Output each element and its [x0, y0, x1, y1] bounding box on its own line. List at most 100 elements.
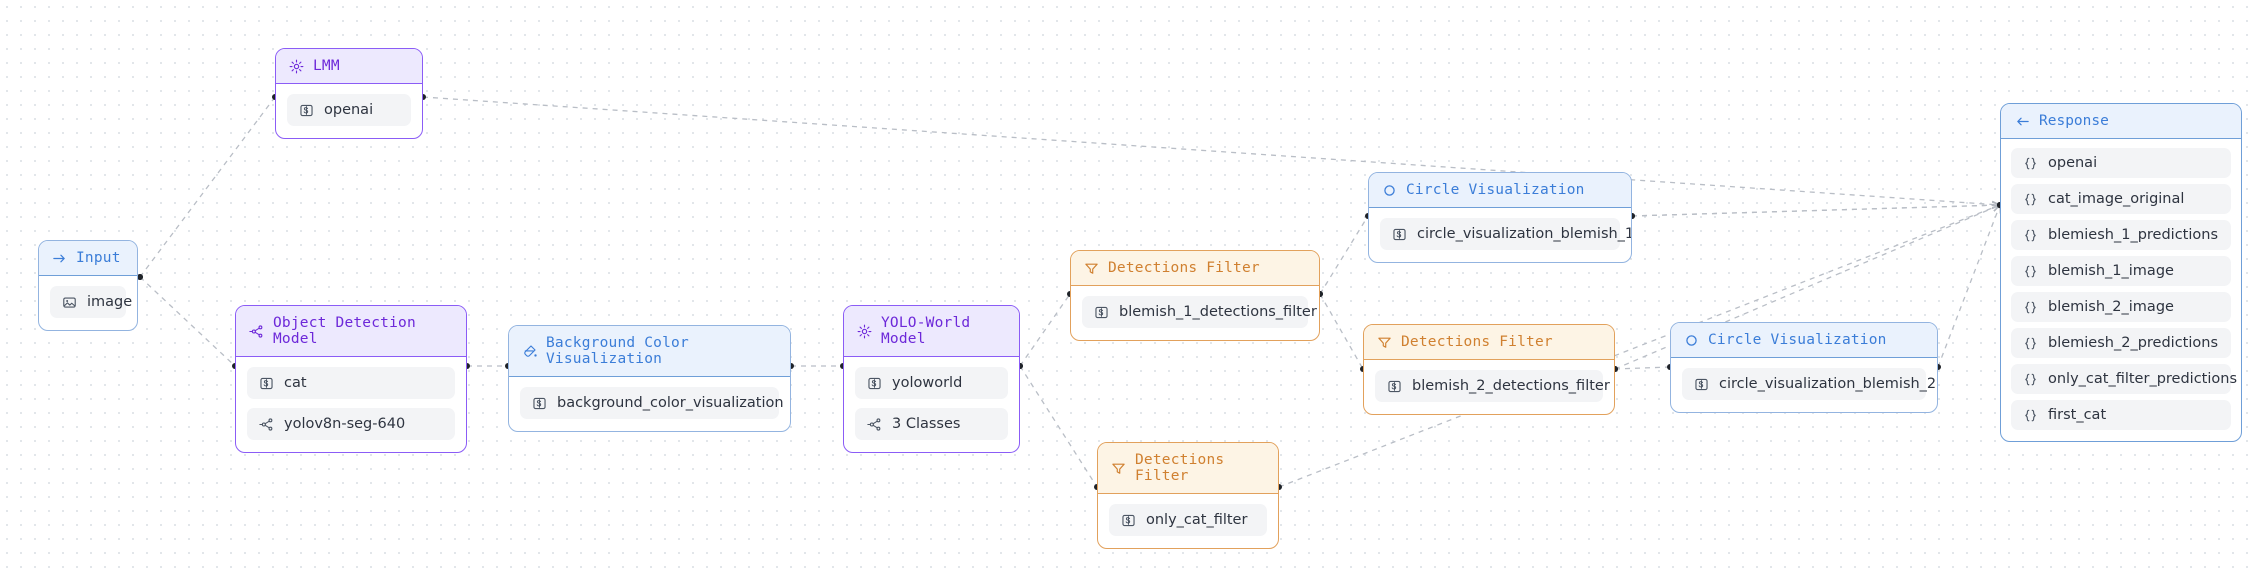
node-detections-filter-2[interactable]: Detections Filter blemish_2_detections_fi…: [1363, 324, 1615, 415]
node-body: only_cat_filter: [1098, 494, 1278, 548]
node-header[interactable]: LMM: [276, 49, 422, 84]
node-field-label: image: [87, 294, 133, 310]
node-header[interactable]: Detections Filter: [1071, 251, 1319, 286]
node-body: yoloworld 3 Classes: [844, 357, 1019, 452]
response-output-label: blemiesh_1_predictions: [2048, 227, 2218, 243]
node-field-label: cat: [284, 375, 307, 391]
object-icon: [2023, 408, 2038, 423]
edge-yolo-world-model-to-detections-filter-3: [1019, 365, 1098, 488]
node-title: Circle Visualization: [1406, 182, 1585, 198]
string-icon: [1392, 227, 1407, 242]
image-icon: [62, 295, 77, 310]
string-icon: [1094, 305, 1109, 320]
node-field[interactable]: background_color_visualization: [520, 387, 784, 419]
object-icon: [2023, 336, 2038, 351]
response-output-item[interactable]: blemiesh_1_predictions: [2011, 220, 2231, 250]
node-field-label: background_color_visualization: [557, 395, 784, 411]
node-field[interactable]: circle_visualization_blemish_1: [1380, 218, 1631, 250]
node-header[interactable]: Circle Visualization: [1671, 323, 1937, 358]
node-body: image: [39, 276, 137, 330]
string-icon: [1121, 513, 1136, 528]
string-icon: [1694, 377, 1709, 392]
response-output-label: cat_image_original: [2048, 191, 2185, 207]
node-title: Detections Filter: [1108, 260, 1260, 276]
node-body: circle_visualization_blemish_2: [1671, 358, 1937, 412]
node-field-label: openai: [324, 102, 374, 118]
node-header[interactable]: Circle Visualization: [1369, 173, 1631, 208]
response-output-label: blemish_2_image: [2048, 299, 2174, 315]
response-output-label: blemish_1_image: [2048, 263, 2174, 279]
response-output-label: only_cat_filter_predictions: [2048, 371, 2237, 387]
node-title: Circle Visualization: [1708, 332, 1887, 348]
response-panel[interactable]: Response openai cat_image_original blemiesh…: [2000, 103, 2242, 442]
node-header[interactable]: Detections Filter: [1098, 443, 1278, 494]
response-output-label: first_cat: [2048, 407, 2107, 423]
response-output-item[interactable]: blemish_1_image: [2011, 256, 2231, 286]
node-lmm[interactable]: LMM openai: [275, 48, 423, 139]
object-icon: [2023, 372, 2038, 387]
response-output-label: openai: [2048, 155, 2098, 171]
model-icon: [259, 417, 274, 432]
node-field[interactable]: yoloworld: [855, 367, 1008, 399]
node-detections-filter-3[interactable]: Detections Filter only_cat_filter: [1097, 442, 1279, 549]
edge-circle-visualization-1-to-response: [1631, 205, 2000, 217]
response-output-item[interactable]: only_cat_filter_predictions: [2011, 364, 2237, 394]
object-icon: [2023, 300, 2038, 315]
node-header[interactable]: Detections Filter: [1364, 325, 1614, 360]
node-field[interactable]: yolov8n-seg-640: [247, 408, 455, 440]
model-icon: [867, 417, 882, 432]
gear-icon: [857, 324, 872, 339]
edge-yolo-world-model-to-detections-filter-1: [1019, 293, 1071, 367]
node-field-label: yolov8n-seg-640: [284, 416, 406, 432]
object-icon: [2023, 156, 2038, 171]
response-output-item[interactable]: openai: [2011, 148, 2231, 178]
node-header[interactable]: Background Color Visualization: [509, 326, 790, 377]
node-title: YOLO-World Model: [881, 315, 971, 347]
object-icon: [2023, 264, 2038, 279]
node-object-detection-model[interactable]: Object Detection Model cat yolov8n-seg-640: [235, 305, 467, 453]
filter-icon: [1084, 261, 1099, 276]
response-output-item[interactable]: blemiesh_2_predictions: [2011, 328, 2231, 358]
node-field-label: circle_visualization_blemish_1: [1417, 226, 1632, 242]
node-title: LMM: [313, 58, 340, 74]
string-icon: [532, 396, 547, 411]
node-title: Detections Filter: [1401, 334, 1553, 350]
response-panel-title: Response: [2039, 113, 2109, 129]
node-circle-visualization-2[interactable]: Circle Visualization circle_visualization…: [1670, 322, 1938, 413]
node-field[interactable]: only_cat_filter: [1109, 504, 1267, 536]
node-header[interactable]: YOLO-World Model: [844, 306, 1019, 357]
node-yolo-world-model[interactable]: YOLO-World Model yoloworld 3 Classes: [843, 305, 1020, 453]
node-background-color-visualization[interactable]: Background Color Visualization background…: [508, 325, 791, 432]
response-output-label: blemiesh_2_predictions: [2048, 335, 2218, 351]
node-field[interactable]: cat: [247, 367, 455, 399]
arrow-left-icon: [2015, 114, 2030, 129]
node-body: openai: [276, 84, 422, 138]
response-panel-header[interactable]: Response: [2001, 104, 2241, 139]
edge-detections-filter-1-to-detections-filter-2: [1319, 293, 1364, 370]
response-output-item[interactable]: cat_image_original: [2011, 184, 2231, 214]
node-header[interactable]: Object Detection Model: [236, 306, 466, 357]
response-output-item[interactable]: first_cat: [2011, 400, 2231, 430]
node-header[interactable]: Input: [39, 241, 137, 276]
node-field[interactable]: image: [50, 286, 132, 318]
filter-icon: [1377, 335, 1392, 350]
node-title: Background Color Visualization: [546, 335, 689, 367]
node-field[interactable]: circle_visualization_blemish_2: [1682, 368, 1936, 400]
edge-input-to-lmm: [139, 96, 276, 278]
model-icon: [249, 324, 264, 339]
node-field-label: only_cat_filter: [1146, 512, 1248, 528]
node-detections-filter-1[interactable]: Detections Filter blemish_1_detections_fi…: [1070, 250, 1320, 341]
response-output-list: openai cat_image_original blemiesh_1_predi…: [2001, 139, 2241, 441]
node-title: Input: [76, 250, 121, 266]
node-circle-visualization-1[interactable]: Circle Visualization circle_visualization…: [1368, 172, 1632, 263]
node-field[interactable]: blemish_1_detections_filter: [1082, 296, 1317, 328]
node-field[interactable]: 3 Classes: [855, 408, 1008, 440]
node-field[interactable]: blemish_2_detections_filter: [1375, 370, 1610, 402]
response-output-item[interactable]: blemish_2_image: [2011, 292, 2231, 322]
node-input[interactable]: Input image: [38, 240, 138, 331]
filter-icon: [1111, 461, 1126, 476]
edge-detections-filter-1-to-circle-visualization-1: [1319, 215, 1369, 295]
node-field[interactable]: openai: [287, 94, 411, 126]
node-body: circle_visualization_blemish_1: [1369, 208, 1631, 262]
